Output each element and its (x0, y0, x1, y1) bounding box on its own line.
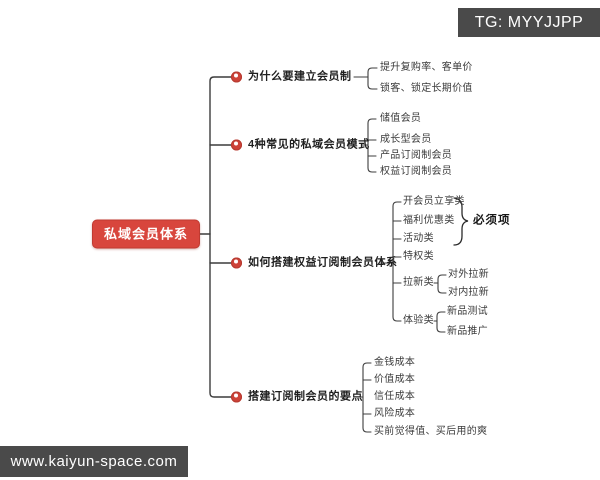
leaf-trust-cost: 信任成本 (374, 391, 416, 402)
root-node: 私域会员体系 (92, 219, 201, 249)
marker-icon (231, 139, 242, 151)
telegram-watermark: TG: MYYJJPP (458, 8, 600, 37)
branch-label: 搭建订阅制会员的要点 (248, 390, 363, 403)
leaf-worth-it: 买前觉得值、买后用的爽 (374, 426, 488, 437)
leaf-value-cost: 价值成本 (374, 374, 416, 385)
leaf-new-product-test: 新品测试 (447, 306, 488, 317)
branch-four-models: 4种常见的私域会员模式 (231, 138, 370, 151)
branch-key-points: 搭建订阅制会员的要点 (231, 390, 363, 403)
leaf-product-subscription: 产品订阅制会员 (380, 150, 453, 161)
leaf-benefit-subscription: 权益订阅制会员 (380, 166, 453, 177)
branch-why-membership: 为什么要建立会员制 (231, 70, 352, 83)
leaf-risk-cost: 风险成本 (374, 408, 416, 419)
leaf-external-acquisition: 对外拉新 (448, 269, 489, 280)
leaf-lock-value: 锁客、锁定长期价值 (380, 83, 473, 94)
branch-label: 为什么要建立会员制 (248, 70, 352, 83)
required-brace (453, 197, 469, 246)
leaf-join-instant: 开会员立享类 (403, 196, 465, 207)
leaf-new-product-promo: 新品推广 (447, 326, 488, 337)
site-watermark: www.kaiyun-space.com (0, 446, 188, 477)
leaf-activity: 活动类 (403, 233, 434, 244)
leaf-internal-acquisition: 对内拉新 (448, 287, 489, 298)
leaf-experience: 体验类 (403, 315, 434, 326)
leaf-repurchase: 提升复购率、客单价 (380, 62, 473, 73)
leaf-acquisition: 拉新类 (403, 277, 434, 288)
leaf-welfare-discount: 福利优惠类 (403, 215, 455, 226)
required-note: 必须项 (473, 214, 511, 227)
leaf-privilege: 特权类 (403, 251, 434, 262)
marker-icon (231, 257, 242, 269)
branch-label: 如何搭建权益订阅制会员体系 (248, 256, 398, 269)
leaf-growth-member: 成长型会员 (380, 134, 432, 145)
leaf-money-cost: 金钱成本 (374, 357, 416, 368)
branch-build-benefit-system: 如何搭建权益订阅制会员体系 (231, 256, 398, 269)
branch-label: 4种常见的私域会员模式 (248, 138, 370, 151)
leaf-stored-value: 储值会员 (380, 113, 422, 124)
marker-icon (231, 71, 242, 83)
marker-icon (231, 391, 242, 403)
